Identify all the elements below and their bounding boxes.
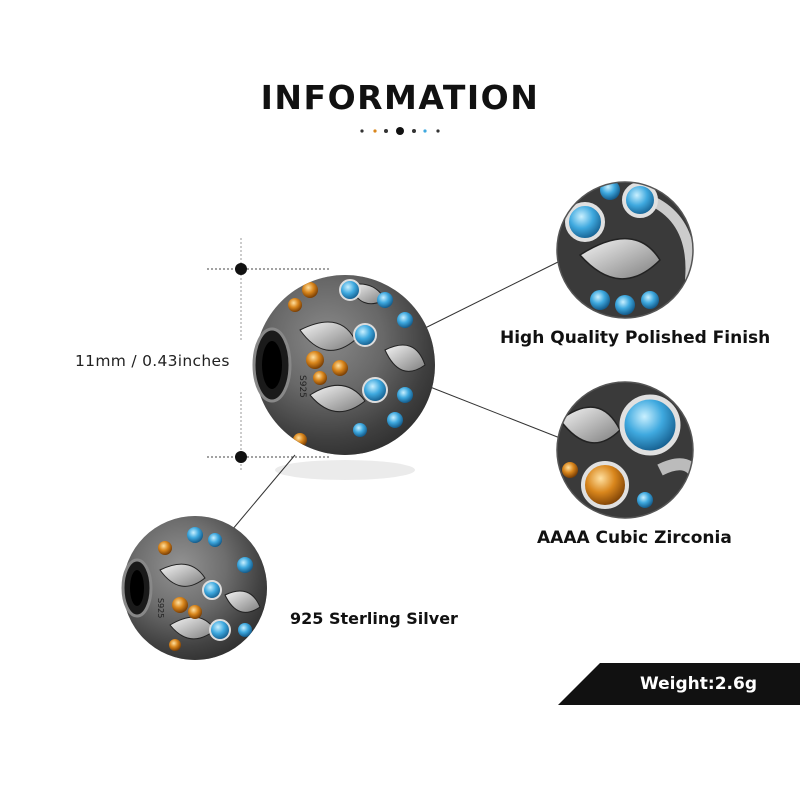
dimension-top-dot: [235, 263, 247, 275]
dimension-bottom-dot: [235, 451, 247, 463]
divider-dot: [412, 129, 416, 133]
divider-dot: [373, 129, 377, 133]
divider-dot: [436, 129, 440, 133]
main-bead-stamp: S925: [297, 375, 307, 398]
title-divider-dots: [360, 127, 440, 135]
callout-line-finish: [404, 261, 559, 339]
zoom-finish-image: [556, 181, 694, 319]
dimension-marker: [207, 238, 330, 470]
small-bead-image: S925: [121, 516, 267, 660]
small-bead-stamp: S925: [156, 598, 165, 618]
main-bead: S925: [252, 275, 435, 480]
weight-badge: [558, 663, 800, 705]
weight-label: Weight:2.6g: [640, 674, 757, 694]
divider-dot: [396, 127, 404, 135]
feature-material-label: 925 Sterling Silver: [290, 609, 458, 628]
callout-line-material: [231, 454, 296, 531]
feature-stone-label: AAAA Cubic Zirconia: [537, 528, 732, 548]
divider-dot: [384, 129, 388, 133]
page-title: INFORMATION: [260, 78, 540, 117]
feature-finish-label: High Quality Polished Finish: [500, 328, 771, 348]
callout-line-stone: [424, 384, 561, 439]
divider-dot: [360, 129, 364, 133]
divider-dot: [423, 129, 427, 133]
dimension-label: 11mm / 0.43inches: [75, 352, 230, 370]
zoom-stone-image: [556, 381, 694, 519]
